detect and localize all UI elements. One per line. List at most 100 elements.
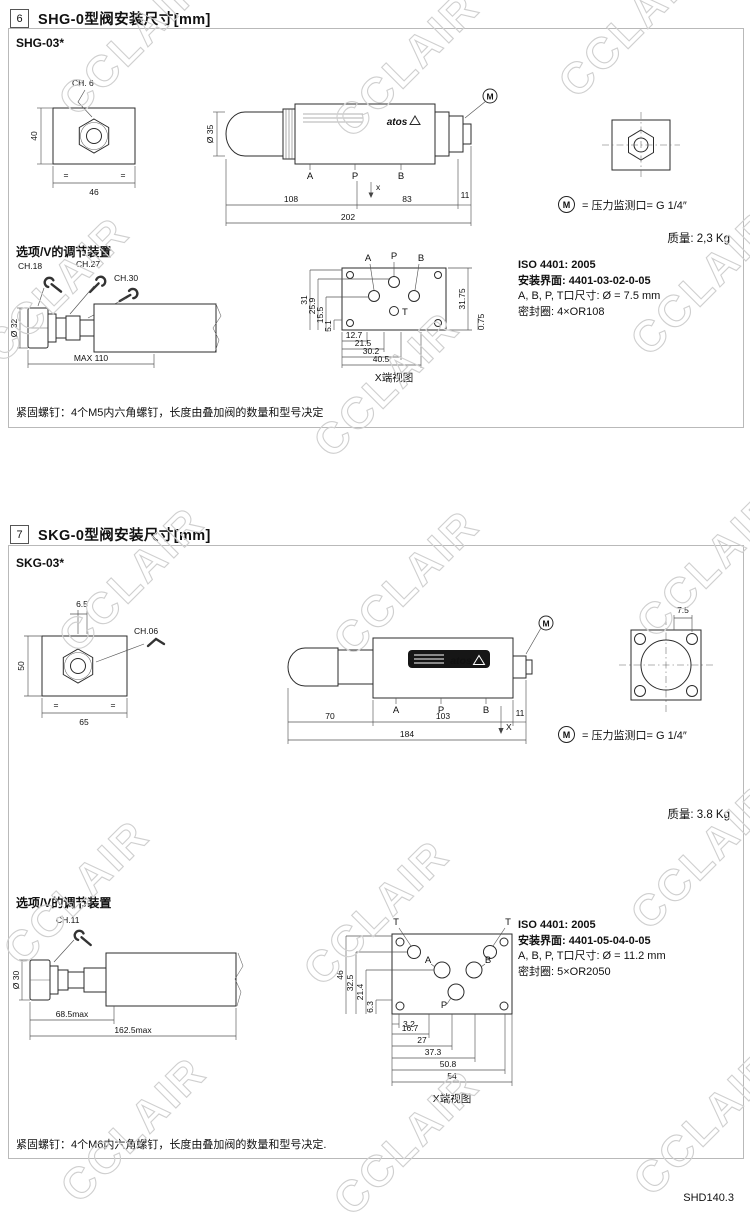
ch30-label: CH.30 <box>114 273 138 283</box>
top-dimension: 6.5 <box>70 599 88 634</box>
page-code: SHD140.3 <box>683 1192 734 1204</box>
iso-block: ISO 4401: 2005 安装界面: 4401-03-02-0-05 A, … <box>518 258 660 320</box>
dim-202: 202 <box>341 212 355 222</box>
dim-0-75: 0.75 <box>476 313 486 330</box>
height-dim: 40 <box>29 131 39 141</box>
eq-mark: = <box>64 170 69 180</box>
x-view-marker: x <box>376 182 381 192</box>
dim-21-5: 21.5 <box>355 338 372 348</box>
section7-frame <box>8 545 744 1159</box>
allen-key-icon <box>146 637 166 648</box>
iso-line: A, B, P, T口尺寸: Ø = 7.5 mm <box>518 290 661 302</box>
x-view-marker: X <box>506 722 512 732</box>
port-letters: A P B X <box>393 698 512 734</box>
port-b-label: B <box>483 705 489 716</box>
port-p-label: P <box>438 705 444 716</box>
flange-front-outline <box>52 107 136 165</box>
knob-dia-dim: Ø 32 <box>9 319 19 338</box>
dim-32-5: 32.5 <box>345 974 355 991</box>
dim-103: 103 <box>436 711 450 721</box>
option-title: 选项/V的调节装置 <box>16 245 112 259</box>
eq-mark: = <box>111 700 116 710</box>
adjustment-device-outline <box>27 303 222 353</box>
port-b-label: B <box>418 253 424 264</box>
dim-27: 27 <box>417 1035 427 1045</box>
iso-line: ISO 4401: 2005 <box>518 259 596 271</box>
option-title: 选项/V的调节装置 <box>16 896 112 910</box>
wrench-callouts: CH.18 CH.27 CH.30 <box>18 259 139 319</box>
dim-25-9: 25.9 <box>307 297 317 314</box>
port-p-label: P <box>391 251 397 262</box>
dim-3-2: 3.2 <box>403 1019 415 1029</box>
length-dimensions: 70 103 11 184 <box>287 680 527 744</box>
dim-31: 31 <box>299 295 309 305</box>
front-dimensions: 40 46 = = <box>29 107 136 197</box>
dim-21-4: 21.4 <box>355 983 365 1000</box>
skg-front-view: 6.5 CH.06 50 65 = = <box>16 599 166 727</box>
port-t-label: T <box>402 307 408 318</box>
bottom-dimensions: 12.7 21.5 30.2 40.5 <box>341 330 422 368</box>
wrench-callouts: CH.11 <box>53 915 92 963</box>
iso-line: 安装界面: 4401-03-02-0-05 <box>518 274 651 287</box>
port-b-label: B <box>485 955 491 966</box>
x-view-caption: X端视图 <box>433 1092 472 1105</box>
flange-front-outline <box>41 635 128 697</box>
interface-face <box>391 933 513 1015</box>
iso-line: 密封圈: 4×OR108 <box>518 305 605 318</box>
dim-37-3: 37.3 <box>425 1047 442 1057</box>
port-p-label: P <box>352 171 358 182</box>
max-length-dim: MAX 110 <box>74 353 109 363</box>
section7-header: 7 SKG-0型阀安装尺寸[mm] <box>10 524 211 545</box>
length-dimensions: 108 83 11 202 <box>225 146 472 226</box>
pressure-port-note: M = 压力监测口= G 1/4″ <box>558 196 687 213</box>
hex-size-label: CH. 6 <box>72 78 94 88</box>
dim-46: 46 <box>335 970 345 980</box>
port-labels: A P B T <box>365 251 424 318</box>
model-code: SKG-03* <box>16 556 65 570</box>
port-a-label: A <box>425 955 432 966</box>
atos-logo-text: atos <box>450 655 472 667</box>
dim-5-1: 5.1 <box>323 320 333 332</box>
height-dim: 50 <box>16 661 26 671</box>
section-title: SHG-0型阀安装尺寸[mm] <box>38 12 211 28</box>
port-p-label: P <box>441 1000 447 1011</box>
interface-face <box>341 267 447 331</box>
dim-31-75: 31.75 <box>457 288 467 310</box>
port-a-label: A <box>307 171 314 182</box>
atos-logo-text: atos <box>387 117 408 128</box>
fastener-note: 紧固螺钉：4个M5内六角螺钉，长度由叠加阀的数量和型号决定 <box>16 407 324 419</box>
shg-end-view <box>602 112 680 178</box>
eq-mark: = <box>54 700 59 710</box>
model-code: SHG-03* <box>16 36 65 50</box>
m-marker-label: M <box>486 92 493 102</box>
pressure-port-marker: M <box>464 88 498 119</box>
mass-label: 质量: 3.8 Kg <box>667 809 730 821</box>
skg-side-view: atos A P B X M 70 103 <box>287 615 554 744</box>
max-length-dim-2: 162.5max <box>114 1025 152 1035</box>
eq-mark: = <box>121 170 126 180</box>
dim-70: 70 <box>325 711 335 721</box>
dim-6-5: 6.5 <box>76 599 88 609</box>
bottom-dimensions: 3.2 16.7 27 37.3 50.8 54 <box>391 1014 513 1086</box>
diameter-dim: Ø 35 <box>205 111 225 157</box>
left-dimensions: 31 25.9 15.5 5.1 <box>299 269 389 332</box>
iso-line: 密封圈: 5×OR2050 <box>518 965 611 978</box>
dim-6-3: 6.3 <box>365 1001 375 1013</box>
section6-header: 6 SHG-0型阀安装尺寸[mm] <box>10 8 211 29</box>
port-t-label: T <box>505 917 511 928</box>
iso-block: ISO 4401: 2005 安装界面: 4401-05-04-0-05 A, … <box>518 918 666 980</box>
max-length-dim-1: 68.5max <box>56 1009 89 1019</box>
m-circle-icon: M <box>558 196 575 213</box>
dim-54: 54 <box>447 1071 457 1081</box>
iso-line: A, B, P, T口尺寸: Ø = 11.2 mm <box>518 950 666 962</box>
fastener-note: 紧固螺钉：4个M6内六角螺钉，长度由叠加阀的数量和型号决定. <box>16 1139 327 1151</box>
dim-16-7: 16.7 <box>402 1023 419 1033</box>
right-dimensions: 31.75 0.75 <box>448 267 486 331</box>
shg-option-view: CH.18 CH.27 CH.30 Ø 32 <box>9 259 222 368</box>
atos-logo: atos <box>303 113 421 128</box>
section-title: SKG-0型阀安装尺寸[mm] <box>38 528 211 544</box>
wrench-icon <box>118 287 139 303</box>
dim-83: 83 <box>402 194 412 204</box>
